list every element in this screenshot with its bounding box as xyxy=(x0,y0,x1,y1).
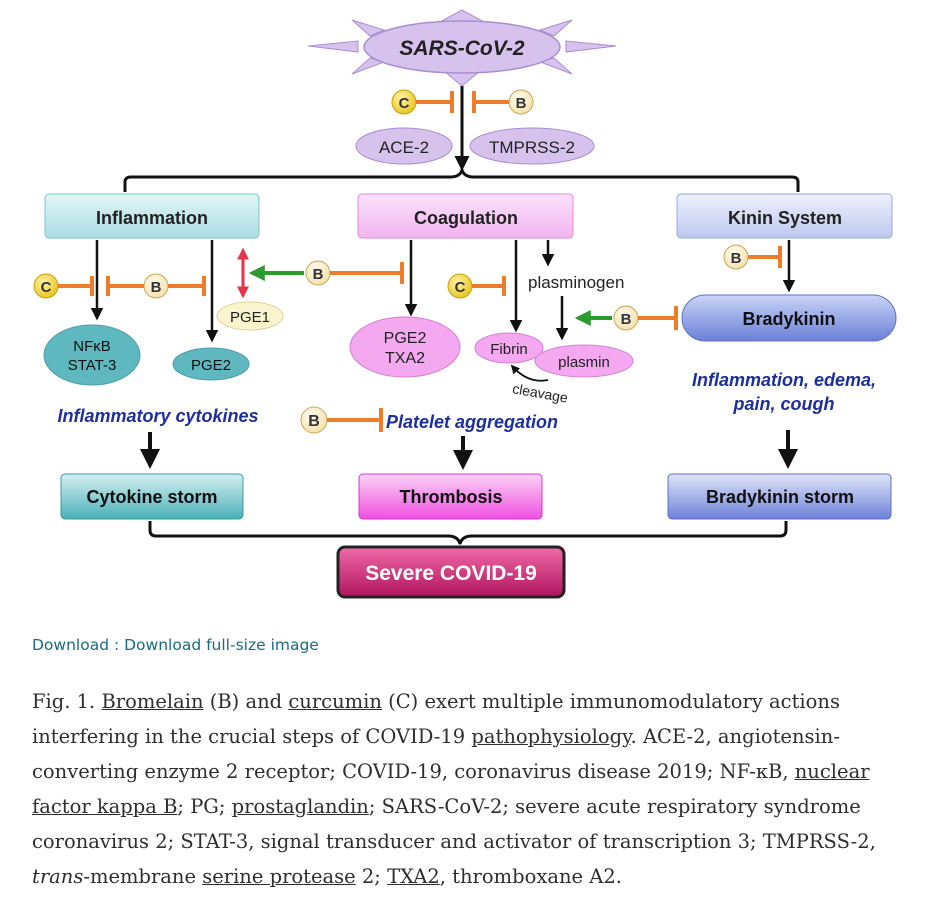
tmprss2-label: TMPRSS-2 xyxy=(489,138,575,157)
symptoms-line1: Inflammation, edema, xyxy=(692,370,876,390)
bradykinin-storm-box xyxy=(667,473,892,520)
bottom-bracket xyxy=(148,521,788,545)
tmprss2-receptor xyxy=(469,127,595,165)
pathophysiology-link[interactable]: pathophysiology xyxy=(471,725,631,748)
nfkb-label: NFκB xyxy=(73,338,111,355)
pge1-label: PGE1 xyxy=(230,309,270,326)
platelet-aggregation-text: Platelet aggregation xyxy=(386,412,558,432)
virus-body xyxy=(363,20,561,74)
thrombosis-box xyxy=(358,473,543,520)
pathway-diagram: SARS-CoV-2 C B ACE-2 TMPRSS-2 Inflammati… xyxy=(33,9,897,599)
inhibit-arrow xyxy=(327,408,383,432)
caption-fig-label: Fig. 1. xyxy=(32,690,102,713)
plasmin-label: plasmin xyxy=(558,354,610,371)
bradykinin-label: Bradykinin xyxy=(742,309,835,329)
pge2-node xyxy=(172,347,250,381)
top-bracket xyxy=(123,164,800,192)
thrombosis-label: Thrombosis xyxy=(399,487,502,507)
curcumin-badge-letter: C xyxy=(399,95,410,112)
pge2-label: PGE2 xyxy=(191,357,231,374)
caption-text: ; PG; xyxy=(177,795,232,818)
coagulation-label: Coagulation xyxy=(414,208,518,228)
inhibit-arrow xyxy=(472,91,509,113)
caption-trans-italic: trans xyxy=(32,865,84,888)
download-row: Download : Download full-size image xyxy=(32,636,319,654)
figure: SARS-CoV-2 C B ACE-2 TMPRSS-2 Inflammati… xyxy=(33,9,897,599)
inhibit-arrow xyxy=(106,276,144,296)
pge1-node xyxy=(216,301,284,331)
bromelain-badge-letter: B xyxy=(516,95,527,112)
txa2-link[interactable]: TXA2 xyxy=(387,865,440,888)
caption-text: ; SARS-CoV-2; severe acute respiratory s… xyxy=(32,795,876,853)
bromelain-badge-letter: B xyxy=(308,413,320,430)
bradykinin-box xyxy=(681,294,897,342)
curcumin-link[interactable]: curcumin xyxy=(288,690,382,713)
inhibit-arrow xyxy=(638,306,678,330)
download-prefix[interactable]: Download : xyxy=(32,636,125,654)
fibrin-label: Fibrin xyxy=(490,341,528,358)
bromelain-link[interactable]: Bromelain xyxy=(101,690,204,713)
bromelain-badge-letter: B xyxy=(621,311,632,328)
caption-text: , thromboxane A2. xyxy=(439,865,622,888)
bromelain-badge-letter: B xyxy=(313,266,324,283)
inhibit-arrow xyxy=(472,276,506,296)
plasminogen-label: plasminogen xyxy=(528,273,624,292)
inhibit-arrow xyxy=(58,276,94,296)
stat3-label: STAT-3 xyxy=(68,357,117,374)
inflammation-label: Inflammation xyxy=(96,208,208,228)
kinin-system-box xyxy=(676,193,893,239)
bromelain-badge-letter: B xyxy=(151,279,162,296)
caption-text: (B) and xyxy=(203,690,289,713)
curcumin-badge-letter: C xyxy=(41,279,52,296)
ace2-label: ACE-2 xyxy=(379,138,429,157)
inflammation-box xyxy=(44,193,260,239)
virus-label: SARS-CoV-2 xyxy=(399,37,525,60)
figure-caption: Fig. 1. Bromelain (B) and curcumin (C) e… xyxy=(32,684,912,894)
prostaglandin-link[interactable]: prostaglandin xyxy=(231,795,369,818)
fibrin-node xyxy=(474,332,544,364)
curcumin-badge-letter: C xyxy=(455,279,466,296)
caption-text: -membrane xyxy=(83,865,203,888)
txa2-label: TXA2 xyxy=(385,350,425,367)
cytokine-storm-box xyxy=(60,473,244,520)
nuclear-factor-kappa-b-link[interactable]: nuclear factor kappa B xyxy=(32,760,870,818)
caption-text: (C) exert multiple immunomodulatory acti… xyxy=(32,690,840,748)
caption-text: 2; xyxy=(355,865,388,888)
caption-text: . ACE-2, angiotensin-converting enzyme 2… xyxy=(32,725,840,783)
severe-covid-box xyxy=(336,545,566,599)
pge2-txa2-node xyxy=(349,316,461,378)
cleavage-label: cleavage xyxy=(511,380,569,406)
inhibit-arrow xyxy=(416,91,454,113)
pge2-coag-label: PGE2 xyxy=(384,330,427,347)
symptoms-line2: pain, cough xyxy=(733,394,835,414)
cleavage-arrow xyxy=(510,364,549,382)
severe-covid-label: Severe COVID-19 xyxy=(365,562,537,585)
kinin-system-label: Kinin System xyxy=(728,208,842,228)
inflammatory-cytokines-text: Inflammatory cytokines xyxy=(57,406,258,426)
nfkb-stat3-node xyxy=(43,324,141,386)
serine-protease-link[interactable]: serine protease xyxy=(202,865,356,888)
inhibit-arrow xyxy=(168,276,206,296)
bradykinin-storm-label: Bradykinin storm xyxy=(706,487,854,507)
download-full-size-link[interactable]: Download full-size image xyxy=(124,636,319,654)
cytokine-storm-label: Cytokine storm xyxy=(86,487,217,507)
coagulation-box xyxy=(357,193,574,239)
plasmin-node xyxy=(534,344,634,378)
bromelain-badge-letter: B xyxy=(731,250,742,267)
ace2-receptor xyxy=(355,127,453,165)
inhibit-arrow xyxy=(330,262,404,284)
inhibit-arrow xyxy=(748,246,782,268)
